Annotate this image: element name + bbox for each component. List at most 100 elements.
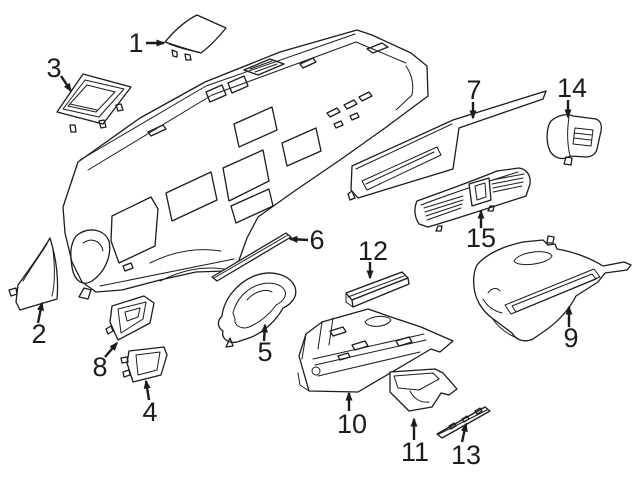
diagram-line [120, 356, 131, 378]
diagram-line [69, 103, 124, 133]
callout-arrow-3 [60, 75, 72, 93]
callout-2: 2 [31, 301, 47, 349]
diagram-line [164, 14, 227, 54]
diagram-line [511, 273, 597, 313]
callout-arrow-6 [288, 235, 309, 243]
part-7-trim-molding [347, 90, 547, 201]
diagram-line [22, 243, 55, 297]
diagram-line [345, 275, 405, 308]
diagram-line [78, 287, 92, 300]
callout-number-7: 7 [466, 75, 481, 105]
diagram-line [87, 41, 407, 171]
diagram-line [233, 106, 278, 148]
diagram-line [171, 49, 192, 61]
diagram-line [62, 79, 125, 118]
diagram-line [15, 237, 59, 311]
callout-number-11: 11 [401, 437, 429, 467]
diagram-line [8, 287, 18, 297]
callout-number-4: 4 [142, 397, 157, 427]
diagram-line [513, 251, 553, 266]
diagram-line [482, 288, 518, 339]
diagram-line [358, 91, 373, 102]
part-1-upper-trim-panel [164, 14, 227, 61]
callout-9: 9 [563, 305, 579, 353]
callout-4: 4 [142, 379, 158, 427]
diagram-line [299, 57, 317, 69]
diagram-line [105, 325, 114, 335]
diagram-line [474, 182, 487, 201]
diagram-line [227, 75, 249, 94]
diagram-line [563, 156, 573, 166]
callout-number-15: 15 [466, 223, 496, 253]
callout-arrow-8 [104, 341, 118, 358]
diagram-line [546, 235, 555, 244]
callout-number-13: 13 [451, 440, 481, 470]
diagram-line [56, 73, 132, 125]
diagram-line [67, 84, 116, 113]
diagram-line [366, 42, 389, 54]
diagram-line [301, 317, 334, 360]
diagram-line [438, 409, 488, 435]
diagram-line [213, 234, 289, 279]
diagram-line [124, 307, 141, 322]
callout-number-2: 2 [31, 319, 46, 349]
diagram-line [364, 315, 392, 327]
diagram-line [109, 295, 155, 341]
diagram-line [572, 127, 594, 147]
diagram-line [126, 346, 168, 383]
diagram-line [249, 60, 278, 73]
diagram-line [504, 268, 601, 315]
diagram-line [420, 171, 519, 206]
callout-number-8: 8 [92, 352, 107, 382]
part-10-carrier-frame [297, 308, 454, 393]
callout-10: 10 [337, 391, 367, 439]
diagram-line [243, 58, 285, 76]
diagram-line [117, 301, 147, 334]
part-5-cluster-hood [217, 272, 297, 348]
callout-15: 15 [466, 209, 496, 253]
diagram-line [409, 390, 450, 403]
callout-14: 14 [557, 73, 587, 119]
diagram-line [79, 33, 356, 161]
diagram-line [329, 326, 413, 361]
diagram-line [217, 272, 297, 344]
diagram-line [343, 99, 358, 110]
diagram-line [168, 43, 200, 53]
callout-number-5: 5 [257, 337, 272, 367]
diagram-line [246, 289, 273, 301]
callout-1: 1 [128, 28, 166, 58]
callout-5: 5 [257, 323, 273, 367]
callout-3: 3 [46, 53, 72, 93]
diagram-line [297, 372, 310, 392]
diagram-line [205, 84, 227, 103]
diagram-line [82, 239, 104, 252]
diagram-line [165, 171, 218, 222]
callout-6: 6 [288, 225, 325, 255]
diagram-line [149, 249, 225, 282]
callout-12: 12 [358, 236, 388, 280]
diagram-line [351, 277, 410, 308]
diagram-line [395, 65, 414, 111]
diagram-line [347, 190, 356, 201]
diagram-line [435, 205, 495, 232]
diagram-line [361, 146, 442, 191]
part-12-trim-strip [345, 271, 410, 308]
part-15-center-vent [414, 167, 531, 232]
callout-number-9: 9 [563, 323, 578, 353]
part-2-side-end-cover [8, 237, 59, 311]
diagram-line [326, 107, 341, 118]
part-13-sill-strip [436, 406, 491, 439]
callout-number-1: 1 [128, 28, 143, 58]
callout-arrow-5 [261, 323, 269, 342]
diagram-line [448, 407, 483, 430]
diagram-line [122, 262, 134, 272]
callout-arrow-13 [460, 422, 468, 443]
callout-number-6: 6 [309, 225, 324, 255]
part-4-small-cover [120, 346, 168, 383]
diagram-line [393, 372, 440, 391]
diagram-line [333, 120, 344, 129]
callout-8: 8 [92, 341, 118, 382]
